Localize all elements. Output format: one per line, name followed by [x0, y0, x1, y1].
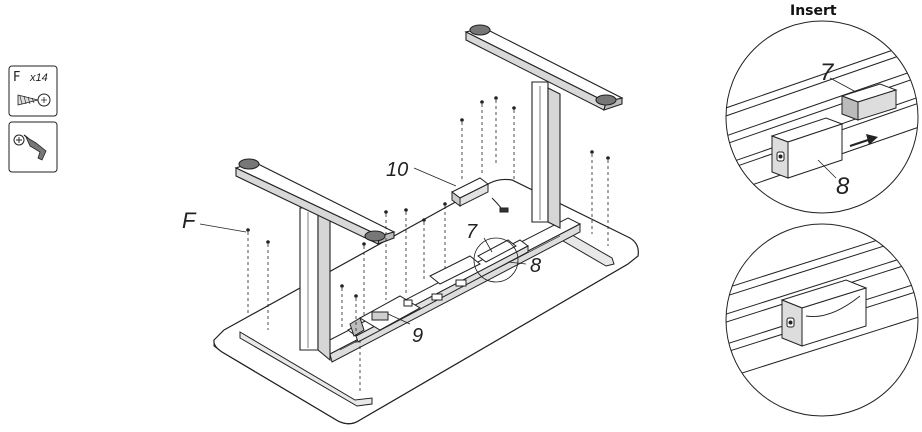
parts-panel: F x14	[8, 65, 58, 173]
leader-lines	[199, 167, 527, 325]
screw-heads	[246, 96, 610, 298]
callout-f: F	[182, 208, 197, 233]
screwdriver-icon	[13, 134, 47, 161]
inset-callout-8: 8	[836, 173, 850, 200]
screw-letter: F	[13, 70, 20, 85]
callout-7: 7	[466, 221, 478, 243]
frame-base	[239, 217, 615, 407]
callout-8: 8	[530, 255, 541, 277]
screw-drop-lines	[247, 100, 609, 392]
inset-callout-7: 7	[820, 59, 835, 86]
inset-top: 7 8	[725, 20, 919, 214]
inset-title: Insert	[790, 3, 837, 19]
detail-circle	[473, 237, 519, 283]
screw-icon	[17, 93, 51, 107]
controller-part-10	[451, 177, 509, 213]
inset-bottom	[725, 223, 919, 417]
callout-9: 9	[412, 325, 423, 347]
screw-qty: x14	[29, 72, 48, 84]
callout-10: 10	[386, 159, 408, 181]
far-leg	[464, 24, 624, 229]
arrow-right-icon	[849, 134, 878, 147]
near-leg	[234, 158, 396, 362]
